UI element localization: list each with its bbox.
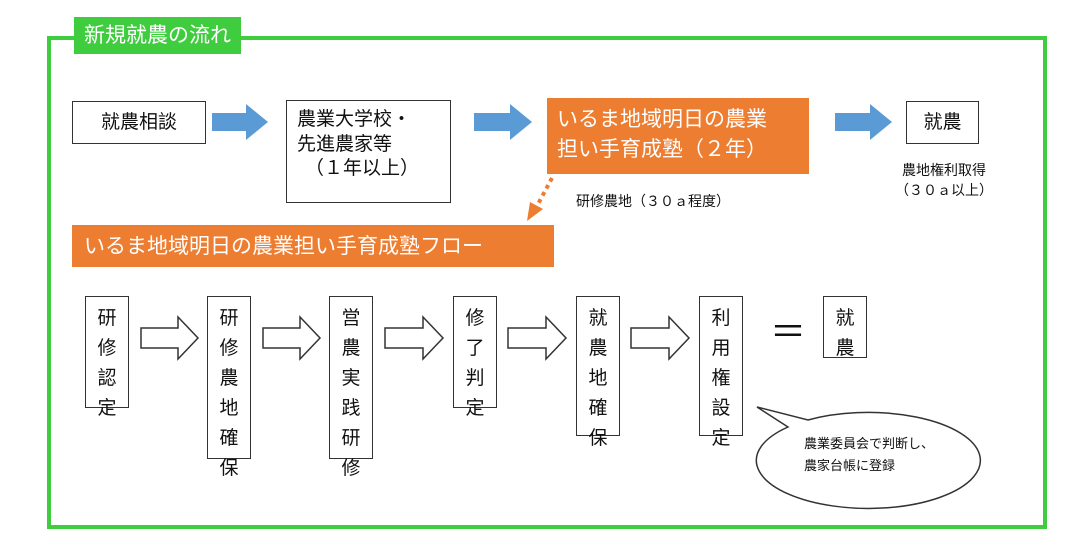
dotted-connector-line xyxy=(535,177,554,207)
char: 研 xyxy=(341,427,361,449)
step-practical-farming-training: 営 農 実 践 研 修 xyxy=(329,296,373,479)
char: 農 xyxy=(835,337,855,359)
blue-arrow-icon xyxy=(835,104,892,140)
outline-arrow-icon xyxy=(507,315,568,361)
char: 利 xyxy=(711,307,731,329)
blue-arrow-icon xyxy=(474,104,532,140)
char: 用 xyxy=(711,337,731,359)
char: 保 xyxy=(219,457,239,479)
char: 実 xyxy=(341,367,361,389)
char: 践 xyxy=(341,397,361,419)
char: 就 xyxy=(588,307,608,329)
char: 定 xyxy=(465,397,485,419)
char: 定 xyxy=(97,397,117,419)
char: 認 xyxy=(97,367,117,389)
step-completion-judgment: 修 了 判 定 xyxy=(453,296,497,419)
note-training-farmland: 研修農地（３０ａ程度） xyxy=(576,194,730,210)
char: 確 xyxy=(219,427,239,449)
outline-arrow-icon xyxy=(630,315,691,361)
char: 研 xyxy=(97,307,117,329)
blue-arrow-icon xyxy=(212,104,268,140)
step-agri-college-line3: （１年以上） xyxy=(305,157,420,180)
step-iruma-academy: いるま地域明日の農業 担い手育成塾（２年） xyxy=(547,98,809,174)
char: 就 xyxy=(835,307,855,329)
dotted-arrowhead-icon xyxy=(527,202,543,221)
outline-arrow-icon xyxy=(262,315,322,361)
char: 営 xyxy=(341,307,361,329)
char: 保 xyxy=(588,427,608,449)
note-farmland-line1: 農地権利取得 xyxy=(902,163,986,179)
step-start-farming: 就農 xyxy=(906,101,979,144)
char: 修 xyxy=(341,457,361,479)
step-secure-farmland: 就 農 地 確 保 xyxy=(576,296,620,449)
char: 確 xyxy=(588,397,608,419)
step-usage-rights-setup: 利 用 権 設 定 xyxy=(699,296,743,449)
note-farmland-line2: （３０ａ以上） xyxy=(895,183,993,200)
char: 農 xyxy=(588,337,608,359)
step-iruma-academy-line1: いるま地域明日の農業 xyxy=(557,107,767,131)
char: 定 xyxy=(711,427,731,449)
callout-line1: 農業委員会で判断し、 xyxy=(804,437,935,452)
char: 修 xyxy=(97,337,117,359)
outline-arrow-icon xyxy=(140,315,200,361)
char: 権 xyxy=(711,367,731,389)
flow-frame xyxy=(47,36,1047,529)
char: 農 xyxy=(341,337,361,359)
char: 修 xyxy=(219,337,239,359)
equals-sign: ＝ xyxy=(770,312,807,353)
step-agri-college-line1: 農業大学校・ xyxy=(297,108,412,130)
callout-line2: 農家台帳に登録 xyxy=(804,459,896,474)
step-training-certification: 研 修 認 定 xyxy=(85,296,129,419)
speech-bubble-shape xyxy=(755,406,982,510)
char: 判 xyxy=(465,367,485,389)
step-agri-college-line2: 先進農家等 xyxy=(297,132,393,155)
char: 地 xyxy=(219,397,239,419)
char: 農 xyxy=(219,367,239,389)
char: 設 xyxy=(711,397,731,419)
callout-text: 農業委員会で判断し、 農家台帳に登録 xyxy=(804,434,934,478)
section-title: 新規就農の流れ xyxy=(74,17,241,54)
char: 地 xyxy=(588,367,608,389)
outline-arrow-icon xyxy=(384,315,445,361)
step-consultation: 就農相談 xyxy=(72,101,206,144)
note-farmland-acquisition: 農地権利取得 （３０ａ以上） xyxy=(895,161,993,202)
step-iruma-academy-line2: 担い手育成塾（２年） xyxy=(557,137,767,162)
char: 修 xyxy=(465,307,485,329)
step-secure-training-farmland: 研 修 農 地 確 保 xyxy=(207,296,251,479)
step-agri-college: 農業大学校・ 先進農家等 （１年以上） xyxy=(286,100,451,203)
result-start-farming: 就 農 xyxy=(823,296,867,359)
char: 研 xyxy=(219,307,239,329)
char: 了 xyxy=(465,337,485,359)
flow-heading: いるま地域明日の農業担い手育成塾フロー xyxy=(72,225,554,267)
